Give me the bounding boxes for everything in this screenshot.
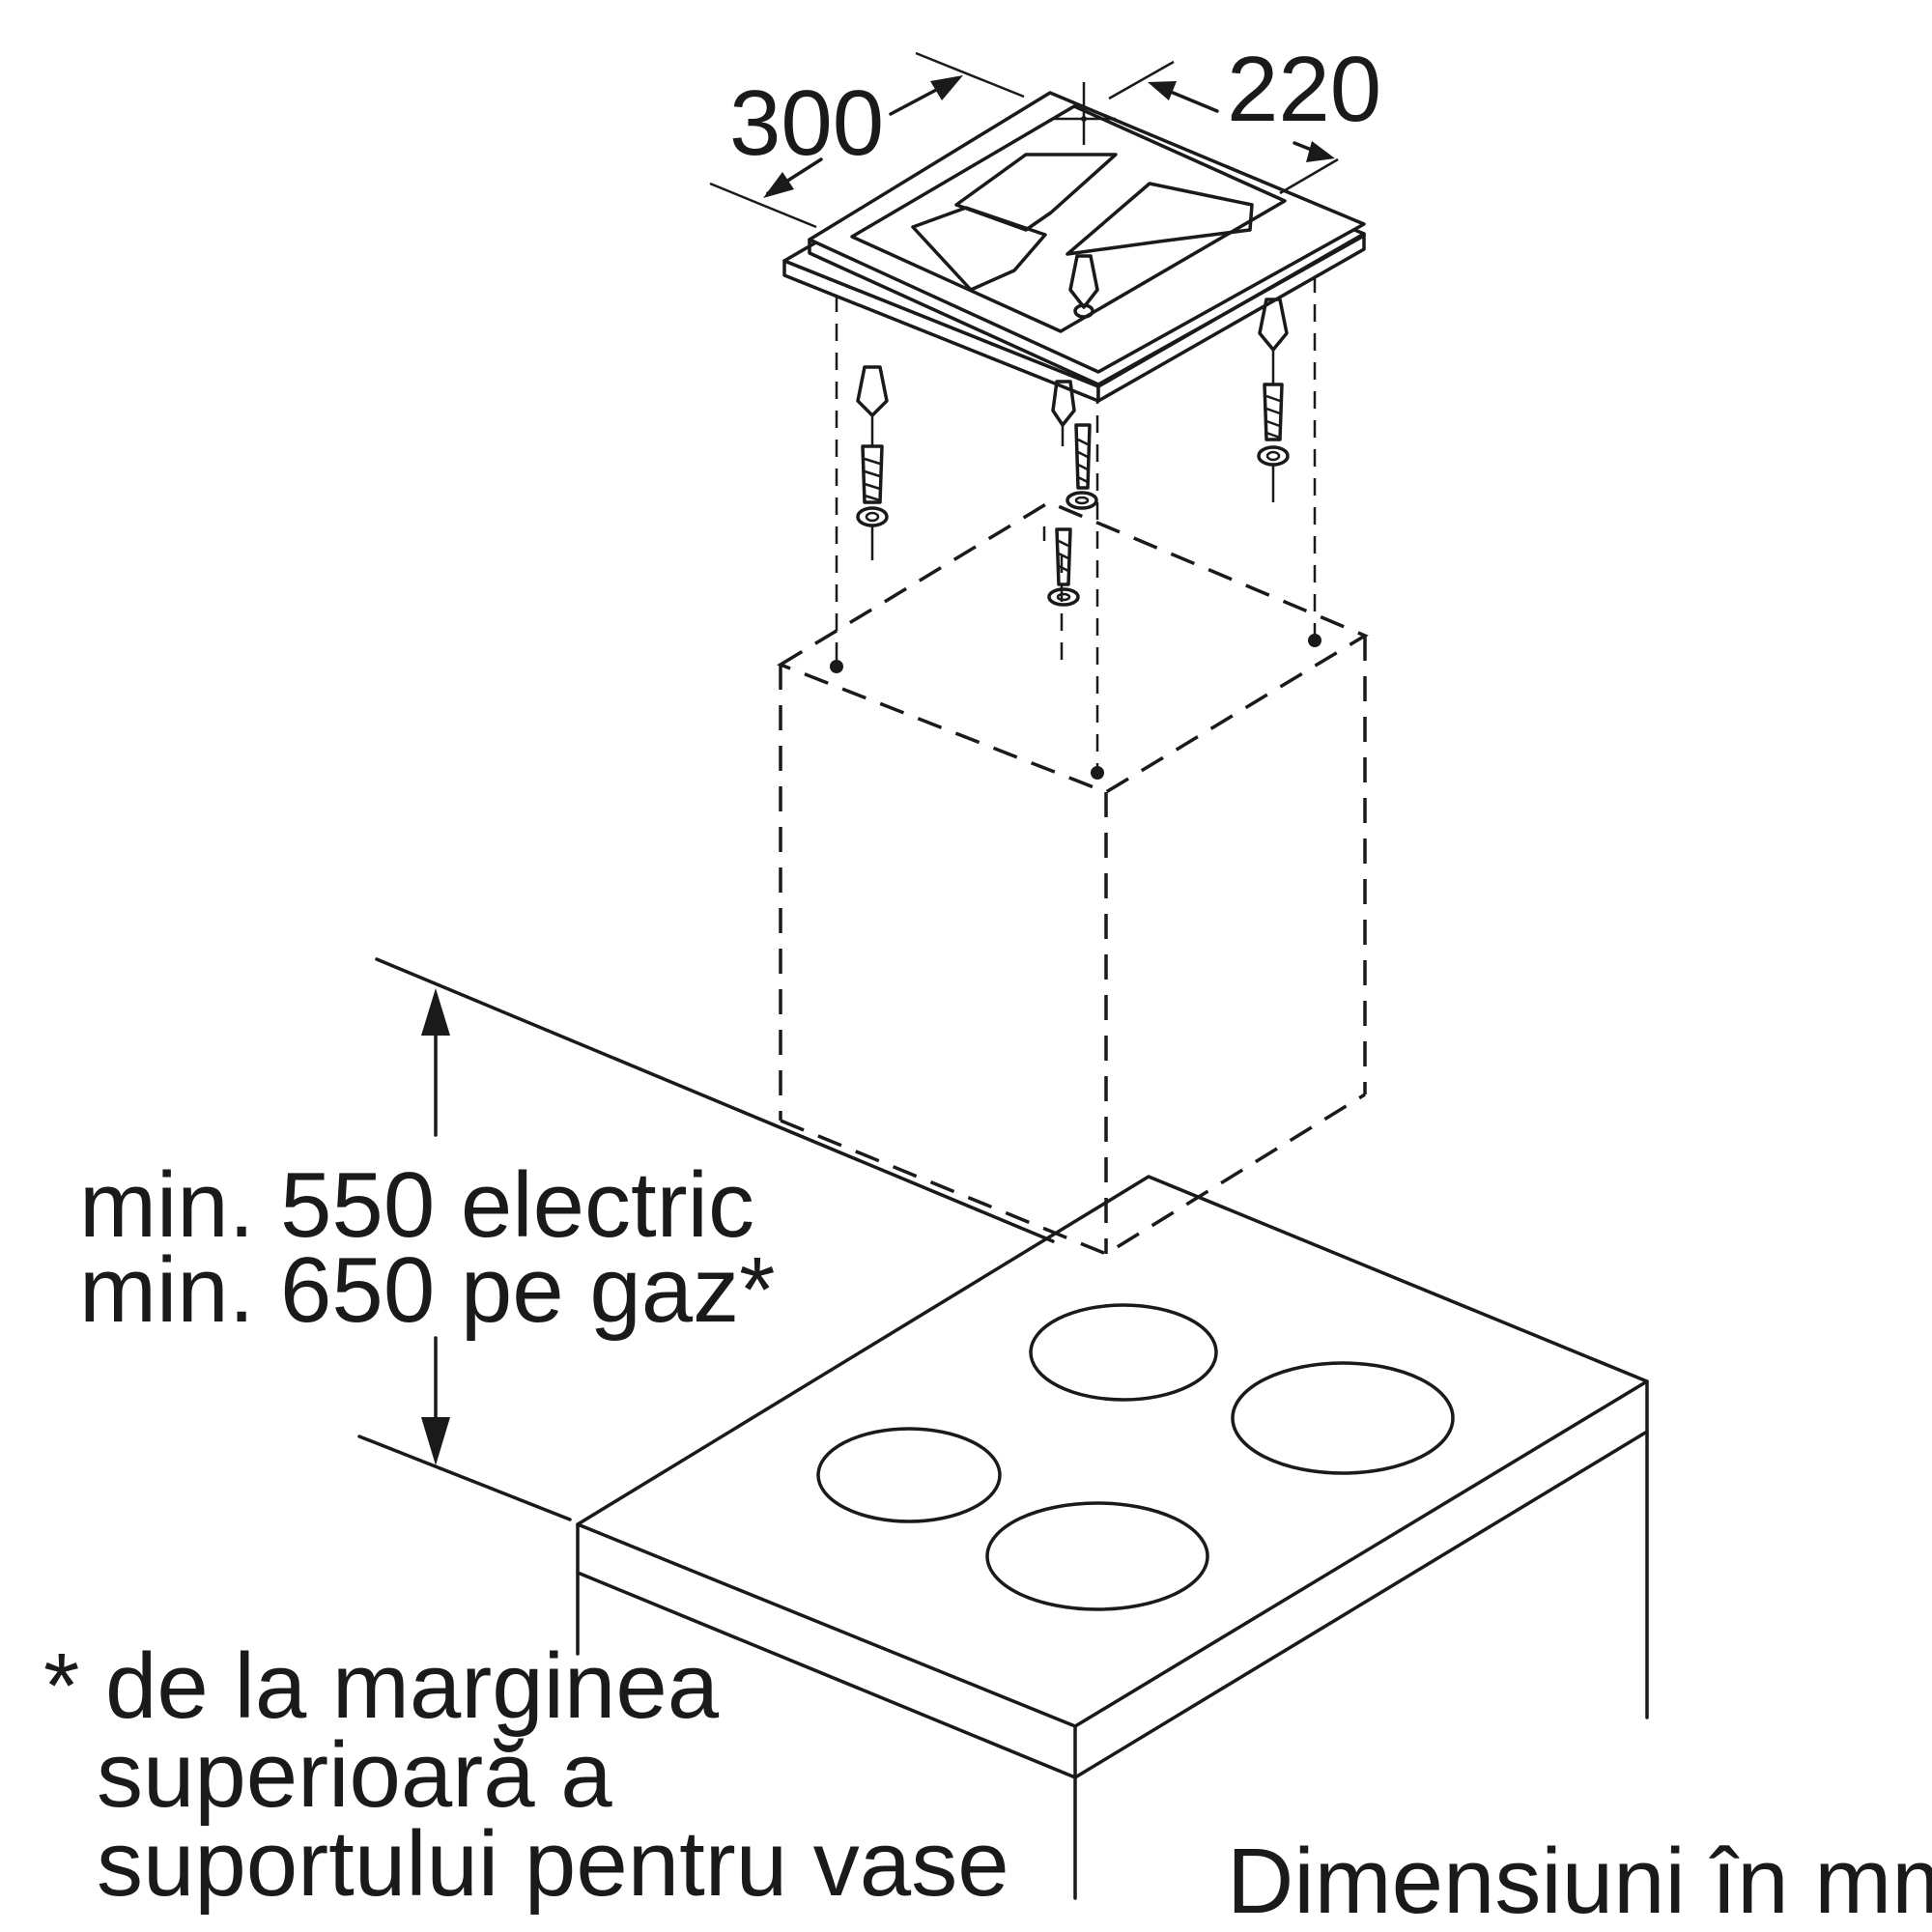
hood-chimney-dashed: [777, 275, 1369, 1256]
height-dimension: [357, 957, 1055, 1521]
arrow-icon: [930, 75, 963, 100]
cooktop: [576, 1175, 1649, 1900]
width-dimension-label: 300: [729, 71, 884, 175]
footnote-line-3: suportului pentru vase: [97, 1812, 1009, 1916]
footnote-line-2: superioară a: [97, 1723, 612, 1827]
burner-left: [816, 1427, 1002, 1523]
arrow-icon: [1148, 81, 1177, 100]
screw-right: [1257, 298, 1290, 502]
footnote-line-1: * de la marginea: [43, 1634, 720, 1738]
burner-back: [1029, 1303, 1218, 1402]
dowels-and-screws: [856, 254, 1290, 607]
units-note: Dimensiuni în mm: [1227, 1830, 1932, 1932]
screw-center: [1042, 380, 1098, 607]
burner-front: [985, 1501, 1209, 1611]
ceiling-mounting-plate: [782, 82, 1366, 403]
screw-top: [1068, 254, 1099, 319]
arrow-icon: [763, 172, 794, 198]
height-requirement-electric: min. 550 electric: [79, 1153, 754, 1257]
height-requirement-gas: min. 650 pe gaz*: [79, 1238, 775, 1342]
arrow-icon: [1306, 141, 1335, 162]
screw-left: [856, 365, 889, 560]
burner-right: [1231, 1361, 1455, 1475]
depth-dimension-label: 220: [1227, 38, 1381, 141]
arrow-up-icon: [421, 988, 450, 1036]
plate-dimensions: [709, 51, 1339, 229]
arrow-down-icon: [421, 1417, 450, 1465]
